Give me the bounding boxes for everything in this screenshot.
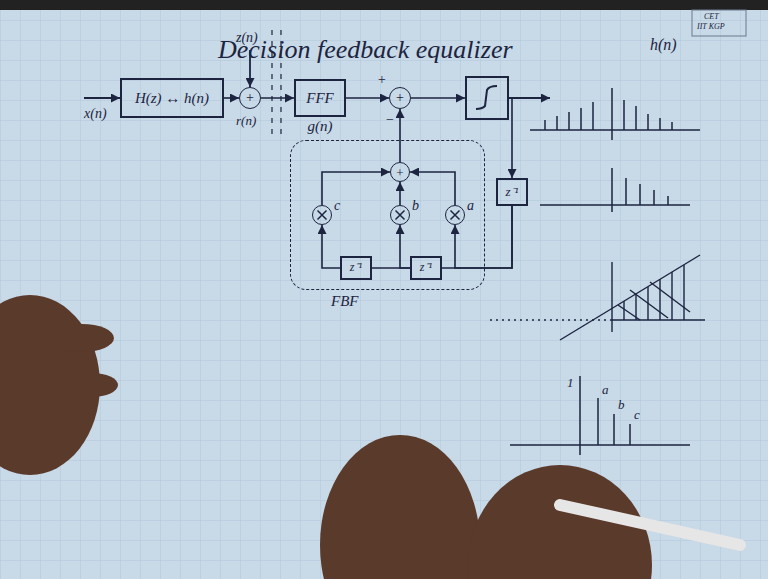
top-strip	[0, 0, 768, 10]
signal-line	[261, 97, 294, 99]
multiply-cross	[313, 206, 331, 224]
signal-line	[400, 225, 410, 268]
process-box: H(z) ↔ h(n)	[120, 78, 224, 118]
process-box: FFFg(n)	[294, 79, 346, 117]
coefficient-label: c	[334, 198, 340, 213]
signal-line	[442, 206, 512, 268]
signal-line	[224, 97, 239, 99]
process-box: z⁻¹	[340, 256, 372, 280]
step-curve	[476, 86, 497, 109]
pen	[560, 505, 740, 545]
signal-label: h(n)	[650, 36, 677, 54]
multiplier-symbol: c	[312, 205, 332, 225]
signal-line	[455, 206, 512, 268]
ramp-plot	[490, 255, 705, 340]
diagram-title: Decision feedback equalizer	[218, 36, 513, 65]
signal-label: a	[602, 383, 609, 397]
process-box: z⁻¹	[496, 178, 528, 206]
box-label: z⁻¹	[506, 185, 519, 199]
junction-sign: +	[396, 91, 404, 105]
box-label: H(z) ↔ h(n)	[135, 90, 209, 107]
box-label: FFF	[306, 90, 334, 107]
summing-junction: +	[239, 87, 261, 109]
box-label: z⁻¹	[350, 261, 362, 274]
coefficient-label: a	[467, 198, 474, 213]
box-sublabel: g(n)	[308, 118, 333, 135]
feedback-filter-region: FBF+cbaz⁻¹z⁻¹	[290, 140, 485, 290]
signal-label: CET	[704, 13, 719, 22]
feedback-taps-plot	[510, 376, 690, 455]
decision-device	[465, 76, 509, 120]
region-heading: FBF	[331, 293, 359, 310]
signal-label: 1	[567, 376, 574, 390]
signal-line	[509, 98, 512, 178]
signal-label: −	[385, 112, 394, 127]
process-box: z⁻¹	[410, 256, 442, 280]
signal-line	[411, 97, 465, 99]
equalized-response-plot	[540, 168, 690, 212]
multiply-cross-stroke	[396, 211, 405, 220]
signal-line	[322, 225, 340, 268]
coefficient-label: b	[412, 198, 419, 213]
junction-sign: +	[396, 166, 403, 179]
junction-sign: +	[246, 91, 254, 105]
summing-junction: +	[390, 162, 410, 182]
logo-frame	[692, 10, 746, 36]
signal-label: x(n)	[84, 106, 107, 121]
multiply-cross	[446, 206, 464, 224]
signal-label: IIT KGP	[697, 23, 725, 32]
output-wire	[509, 97, 550, 99]
multiply-cross	[391, 206, 409, 224]
signal-label: z(n)	[236, 30, 258, 45]
signal-line	[399, 182, 401, 205]
summing-junction: +	[389, 87, 411, 109]
multiplier-symbol: a	[445, 205, 465, 225]
hands	[0, 295, 652, 579]
step-symbol	[467, 78, 507, 118]
box-label: z⁻¹	[420, 261, 432, 274]
signal-label: r(n)	[236, 114, 256, 128]
signal-label: +	[377, 72, 386, 87]
multiply-cross-stroke	[318, 211, 327, 220]
signal-line	[322, 172, 390, 205]
channel-response-plot	[530, 88, 700, 140]
multiplier-symbol: b	[390, 205, 410, 225]
signal-label: b	[618, 398, 625, 412]
signal-line	[372, 267, 410, 269]
signal-label: c	[634, 408, 640, 422]
signal-line	[399, 109, 401, 162]
signal-line	[346, 97, 389, 99]
multiply-cross-stroke	[451, 211, 460, 220]
input-wire	[84, 97, 120, 99]
